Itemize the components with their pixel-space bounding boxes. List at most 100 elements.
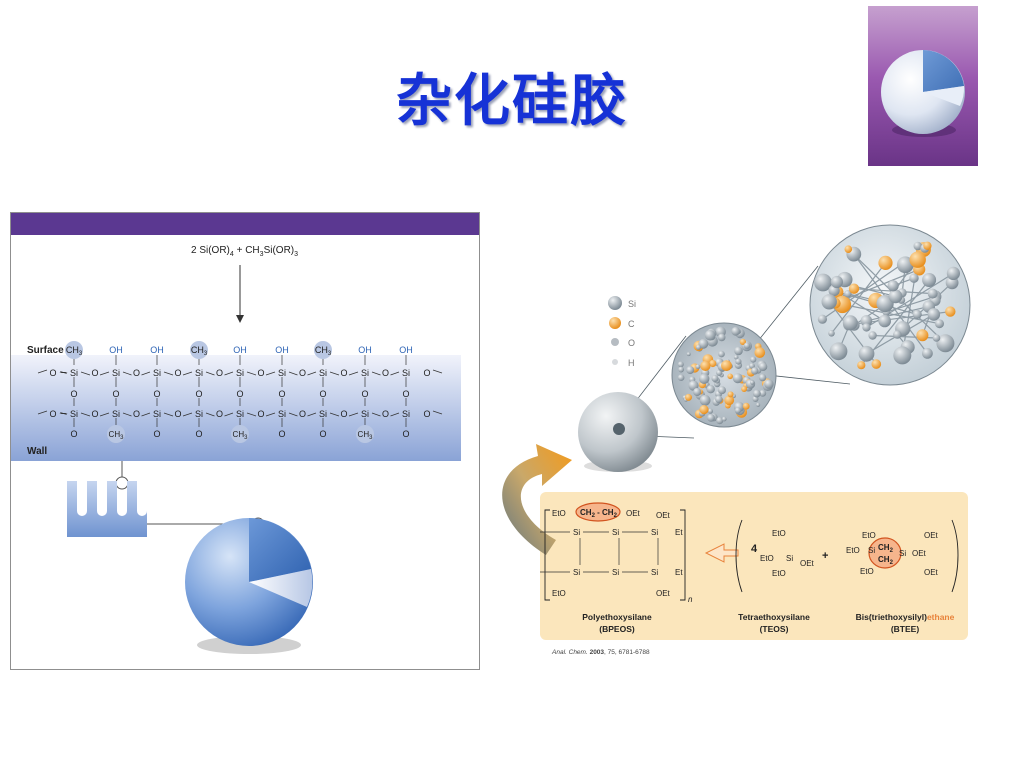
bond-line [163,371,174,376]
oxygen-atom: O [195,429,202,439]
logo-sphere-icon [881,50,965,137]
wall-label: Wall [27,446,47,457]
silicon-atom [749,363,755,369]
oxygen-atom: O [278,429,285,439]
svg-text:Si: Si [786,554,793,563]
silicon-atom: Si [236,409,244,419]
silicon-atom: Si [236,368,244,378]
oxygen-atom: O [49,368,56,378]
methyl-highlight [65,341,83,359]
silicon-atom [922,273,937,287]
bond-line [141,371,151,376]
svg-text:CH2: CH2 [878,555,894,566]
bpeos-si-3: Si [651,528,658,537]
carbon-atom [857,361,866,370]
silicon-atom [677,374,685,381]
silicon-atom: Si [112,409,120,419]
carbon-atom [945,306,956,317]
silicon-atom [909,273,919,283]
sphere-wedge [249,518,311,582]
silicon-atom [814,273,832,292]
bpeos-oet-3: OEt [656,589,671,598]
silicon-atom: Si [70,409,78,419]
bpeos-si-6: Si [651,568,658,577]
svg-text:EtO: EtO [860,567,874,576]
oxygen-atom: O [49,409,56,419]
oxygen-atom: O [423,368,430,378]
oxygen-atom: O [133,409,140,419]
silicon-atom: Si [153,368,161,378]
bond-line [182,412,193,417]
silicon-atom [707,414,715,422]
hydroxyl-group: OH [150,345,164,355]
bond-line [390,412,400,417]
svg-text:OEt: OEt [800,559,815,568]
magnified-atoms-2 [814,241,960,370]
silicon-atom [686,366,695,375]
teos-structure: EtO EtO Si OEt EtO [760,529,815,578]
carbon-atom [741,386,747,392]
carbon-atom [742,402,750,410]
silicon-atom [752,396,759,402]
bond-line [37,410,48,415]
bond-line [288,371,298,376]
silicon-atom [750,380,755,385]
silicon-atom [922,348,933,359]
oxygen-atom: O [299,409,306,419]
oxygen-atom: O [112,389,119,399]
svg-text:EtO: EtO [772,569,786,578]
bond-line [348,371,359,376]
oxygen-atom: O [195,389,202,399]
oxygen-atom: O [257,409,264,419]
methyl-group: CH3 [315,345,332,357]
silicon-atom: Si [112,368,120,378]
silicon-atom: Si [70,368,78,378]
oxygen-atom: O [382,368,389,378]
oxygen-atom: O [402,429,409,439]
oxygen-atom: O [402,389,409,399]
silicon-atom [936,334,955,353]
silicon-atom [706,385,715,394]
silicon-atom [858,345,875,362]
silicon-atom [743,342,751,349]
carbon-atom [916,329,929,342]
bpeos-oet-1: OEt [626,509,641,518]
silicon-atom [686,352,691,357]
silicon-atom [817,314,827,324]
bond-line [432,369,443,374]
silicon-atom [711,375,719,382]
reverse-arrow-icon [704,543,739,563]
silicon-atom [913,241,923,251]
carbon-atom [699,405,709,415]
methyl-highlight [231,425,249,443]
wall-region [11,355,461,461]
silicon-atom [751,367,759,375]
bpeos-si-1: Si [573,528,580,537]
bpeos-structure: CH2 - CH2 EtO OEt OEt Si Si Si Et Si Si … [540,502,693,604]
bond-line [307,412,317,417]
bond-line [59,412,68,415]
silicon-atom [927,288,938,299]
silicon-atom [699,373,710,384]
silicon-atom [750,356,757,363]
bond-line [329,371,340,376]
silicon-atom [821,294,837,310]
bridge-formula: CH2 - CH2 [580,508,618,519]
silicon-atom: Si [153,409,161,419]
bond-line [37,369,48,374]
silicon-atom: Si [361,368,369,378]
plus-sign: + [822,550,828,562]
silicon-atom [717,333,726,342]
arrow-head [236,315,244,323]
silicon-atom: Si [361,409,369,419]
silicon-atom [935,319,944,329]
svg-text:OEt: OEt [924,568,939,577]
bpeos-si-5: Si [612,568,619,577]
carbon-atom [685,393,692,401]
silicon-atom [946,266,960,280]
atom-legend: Si C O H [608,296,636,368]
silicon-atom: Si [319,409,327,419]
silicon-atom [828,330,835,337]
svg-text:EtO: EtO [862,531,876,540]
